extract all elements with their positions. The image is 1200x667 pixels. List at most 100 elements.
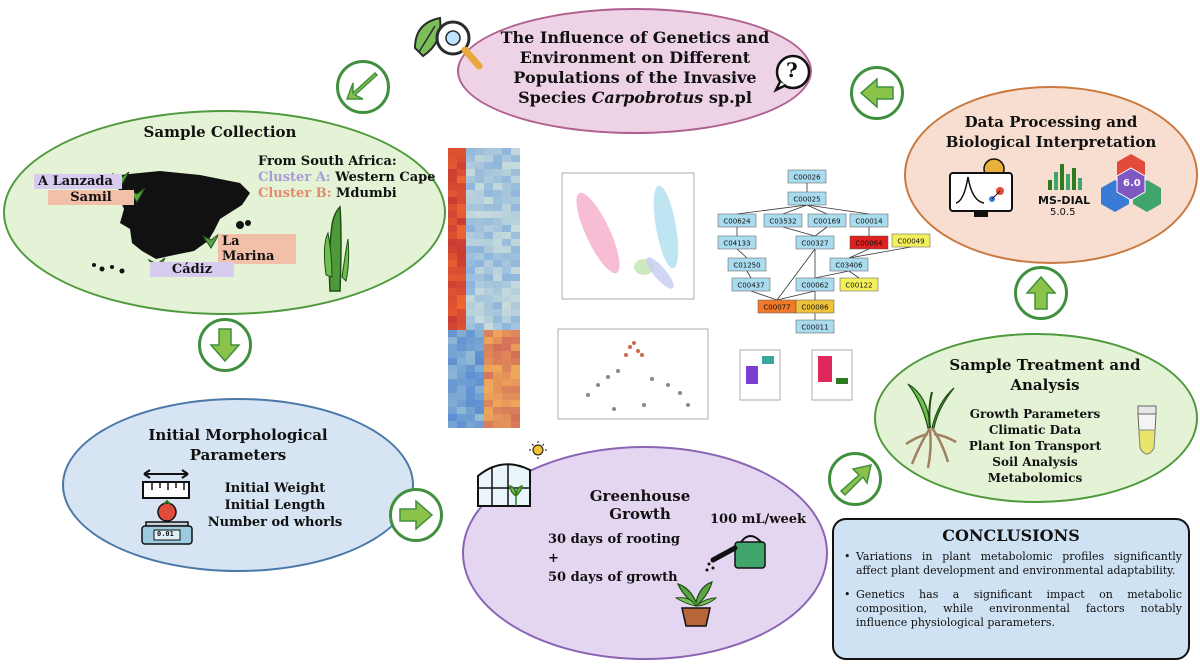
cluster-b: Cluster B: Mdumbi xyxy=(258,186,397,201)
heatmap-cell xyxy=(475,162,484,169)
cycle-arrow-left xyxy=(850,66,904,120)
heatmap-cell xyxy=(511,162,520,169)
question-bubble-icon xyxy=(773,54,811,93)
pathway-node-label: C01250 xyxy=(733,262,760,270)
heatmap-cell xyxy=(448,407,457,414)
heatmap-cell xyxy=(457,400,466,407)
pathway-node xyxy=(849,213,889,228)
heatmap-cell xyxy=(493,190,502,197)
heatmap-cell xyxy=(475,176,484,183)
heatmap-cell xyxy=(493,407,502,414)
heatmap-cell xyxy=(457,155,466,162)
heatmap-cell xyxy=(475,197,484,204)
heatmap-cell xyxy=(484,302,493,309)
heatmap-cell xyxy=(511,330,520,337)
heatmap-cell xyxy=(466,197,475,204)
heatmap-cell xyxy=(457,204,466,211)
heatmap-cell xyxy=(466,169,475,176)
heatmap-cell xyxy=(502,288,511,295)
heatmap-cell xyxy=(502,183,511,190)
heatmap-cell xyxy=(484,309,493,316)
heatmap-cell xyxy=(457,323,466,330)
heatmap-cell xyxy=(484,393,493,400)
heatmap-cell xyxy=(466,358,475,365)
greenhouse-schedule: 30 days of rooting + 50 days of growth xyxy=(548,532,680,585)
data-processing-title: Data Processing and Biological Interpret… xyxy=(945,113,1157,151)
heatmap-cell xyxy=(502,372,511,379)
leaf-magnifier-icon xyxy=(413,16,483,70)
monitor-analysis-icon xyxy=(949,158,1013,217)
heatmap-cell xyxy=(448,295,457,302)
heatmap-cell xyxy=(448,309,457,316)
treatment-item: Plant Ion Transport xyxy=(968,439,1102,453)
pathway-edge xyxy=(776,290,816,301)
heatmap-cell xyxy=(511,379,520,386)
morph-param-list: Initial Weight Initial Length Number od … xyxy=(200,480,350,531)
pathway-node-label: C00062 xyxy=(801,282,828,290)
heatmap-cell xyxy=(511,253,520,260)
heatmap-cell xyxy=(466,407,475,414)
morph-param-item: Initial Weight xyxy=(224,481,326,496)
site-plant-icon xyxy=(201,233,220,249)
heatmap-cell xyxy=(448,330,457,337)
heatmap-cell xyxy=(493,379,502,386)
heatmap-cell xyxy=(484,274,493,281)
heatmap-cell xyxy=(493,393,502,400)
heatmap-cell xyxy=(466,309,475,316)
heatmap-cell xyxy=(466,372,475,379)
heatmap-cell xyxy=(475,309,484,316)
heatmap-cell xyxy=(475,407,484,414)
pathway-node-label: C00025 xyxy=(793,196,820,204)
heatmap-cell xyxy=(484,169,493,176)
heatmap-cell xyxy=(466,295,475,302)
heatmap-cell xyxy=(466,316,475,323)
heatmap-cell xyxy=(493,414,502,421)
heatmap-cell xyxy=(502,211,511,218)
heatmap-cell xyxy=(484,253,493,260)
heatmap-cell xyxy=(448,316,457,323)
pathway-node xyxy=(795,277,835,292)
pathway-node-label: C03532 xyxy=(769,218,796,226)
heatmap-cell xyxy=(475,386,484,393)
pathway-node xyxy=(787,169,827,184)
heatmap-cell xyxy=(502,148,511,155)
heatmap-cell xyxy=(466,155,475,162)
heatmap-cell xyxy=(457,316,466,323)
pathway-node xyxy=(839,277,879,292)
heatmap-cell xyxy=(493,288,502,295)
heatmap-cell xyxy=(493,225,502,232)
heatmap-cell xyxy=(457,295,466,302)
heatmap-cell xyxy=(466,162,475,169)
pathway-edge xyxy=(806,204,870,215)
heatmap-cell xyxy=(493,421,502,428)
heatmap-cell xyxy=(466,253,475,260)
heatmap-cell xyxy=(493,253,502,260)
morph-param-item: Initial Length xyxy=(224,498,326,513)
heatmap-cell xyxy=(448,232,457,239)
heatmap-cell xyxy=(475,316,484,323)
heatmap-cell xyxy=(448,337,457,344)
heatmap-cell xyxy=(475,351,484,358)
heatmap-cell xyxy=(493,302,502,309)
heatmap-cell xyxy=(493,295,502,302)
heatmap-cell xyxy=(493,148,502,155)
pathway-node xyxy=(849,235,889,250)
heatmap-cell xyxy=(448,253,457,260)
heatmap-cell xyxy=(448,225,457,232)
pathway-node xyxy=(717,235,757,250)
heatmap-cell xyxy=(502,225,511,232)
heatmap-cell xyxy=(448,393,457,400)
heatmap-cell xyxy=(484,316,493,323)
heatmap-cell xyxy=(448,218,457,225)
heatmap-cell xyxy=(493,316,502,323)
treatment-item: Climatic Data xyxy=(988,423,1082,437)
heatmap-cell xyxy=(466,218,475,225)
pathway-edge xyxy=(848,270,860,279)
heatmap-cell xyxy=(502,281,511,288)
heatmap-cell xyxy=(502,414,511,421)
heatmap-cell xyxy=(493,344,502,351)
conclusion-item: •Genetics has a significant impact on me… xyxy=(844,588,1182,629)
ruler-icon xyxy=(142,469,190,499)
heatmap-cell xyxy=(475,218,484,225)
heatmap-cell xyxy=(466,337,475,344)
